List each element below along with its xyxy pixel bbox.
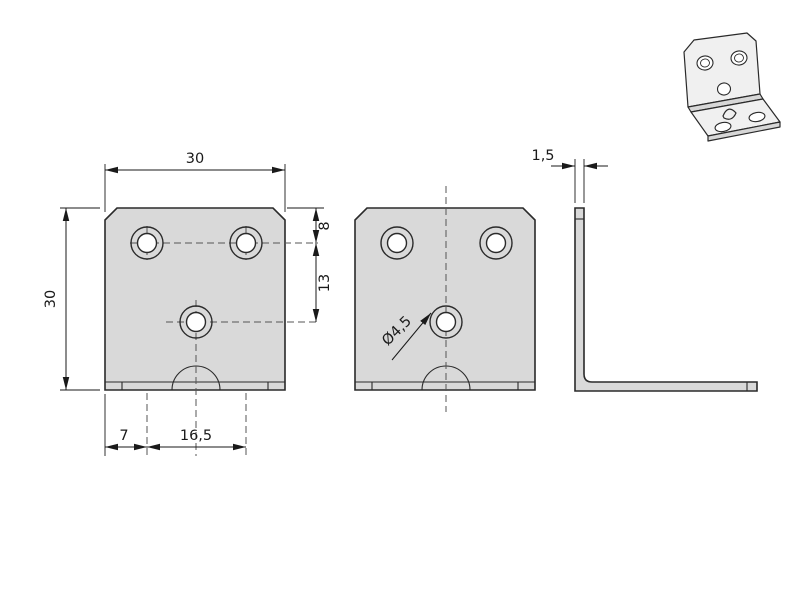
hole-bore xyxy=(435,311,457,333)
hole-rim xyxy=(700,58,710,68)
dim-label-hole-top-offset: 8 xyxy=(317,221,333,230)
dim-label-plate-width: 30 xyxy=(186,151,204,167)
dim-hole-top-offset: 8 xyxy=(287,207,333,243)
iso-view xyxy=(683,32,781,142)
iso-hole-vertical-right xyxy=(730,50,748,66)
iso-hole-vertical-center xyxy=(716,82,732,96)
iso-bend-tab xyxy=(722,108,737,120)
side-view: 1,5 xyxy=(531,148,758,392)
middle-plate-outline xyxy=(354,207,536,391)
hole-bore xyxy=(714,121,732,133)
hole-bore xyxy=(386,232,408,254)
hole-bore xyxy=(696,55,714,71)
iso-hole-vertical-left xyxy=(696,55,714,71)
dim-label-plate-height: 30 xyxy=(43,290,59,308)
iso-hole-horizontal-left xyxy=(714,121,732,133)
hole-bore xyxy=(748,111,766,123)
middle-hole-top-left xyxy=(380,226,414,260)
hole-rim xyxy=(734,53,744,63)
dim-plate-width: 30 xyxy=(104,151,286,212)
dim-label-hole-row-spacing: 13 xyxy=(317,274,333,292)
hole-bore xyxy=(185,311,207,333)
dim-label-hole-pitch: 16,5 xyxy=(180,428,212,444)
dim-material-thickness: 1,5 xyxy=(531,148,608,203)
leader-line xyxy=(391,312,432,361)
front-hole-top-right xyxy=(229,226,263,260)
front-plate-outline xyxy=(104,207,286,391)
iso-hole-horizontal-right xyxy=(748,111,766,123)
dim-bottom-row: 7 16,5 xyxy=(104,394,246,456)
front-hole-top-left xyxy=(130,226,164,260)
dim-label-material-thickness: 1,5 xyxy=(531,148,554,164)
side-profile-outline xyxy=(574,207,758,392)
dim-label-edge-to-first-hole: 7 xyxy=(119,428,128,444)
front-hole-middle xyxy=(179,305,213,339)
hole-countersink-ring xyxy=(130,226,164,260)
dim-plate-height: 30 xyxy=(43,207,100,391)
hole-countersink-ring xyxy=(179,305,213,339)
middle-view: Ø4,5 xyxy=(354,186,536,412)
hole-countersink-ring xyxy=(380,226,414,260)
hole-bore xyxy=(485,232,507,254)
iso-horizontal-front-edge xyxy=(707,121,781,142)
hole-bore xyxy=(730,50,748,66)
hole-countersink-ring xyxy=(229,226,263,260)
hole-bore xyxy=(716,82,732,96)
front-view: 30 30 8 13 7 16,5 xyxy=(43,151,333,456)
hole-bore xyxy=(235,232,257,254)
hole-countersink-ring xyxy=(479,226,513,260)
dim-hole-row-spacing: 13 xyxy=(312,243,333,322)
hole-bore xyxy=(136,232,158,254)
middle-hole-top-right xyxy=(479,226,513,260)
